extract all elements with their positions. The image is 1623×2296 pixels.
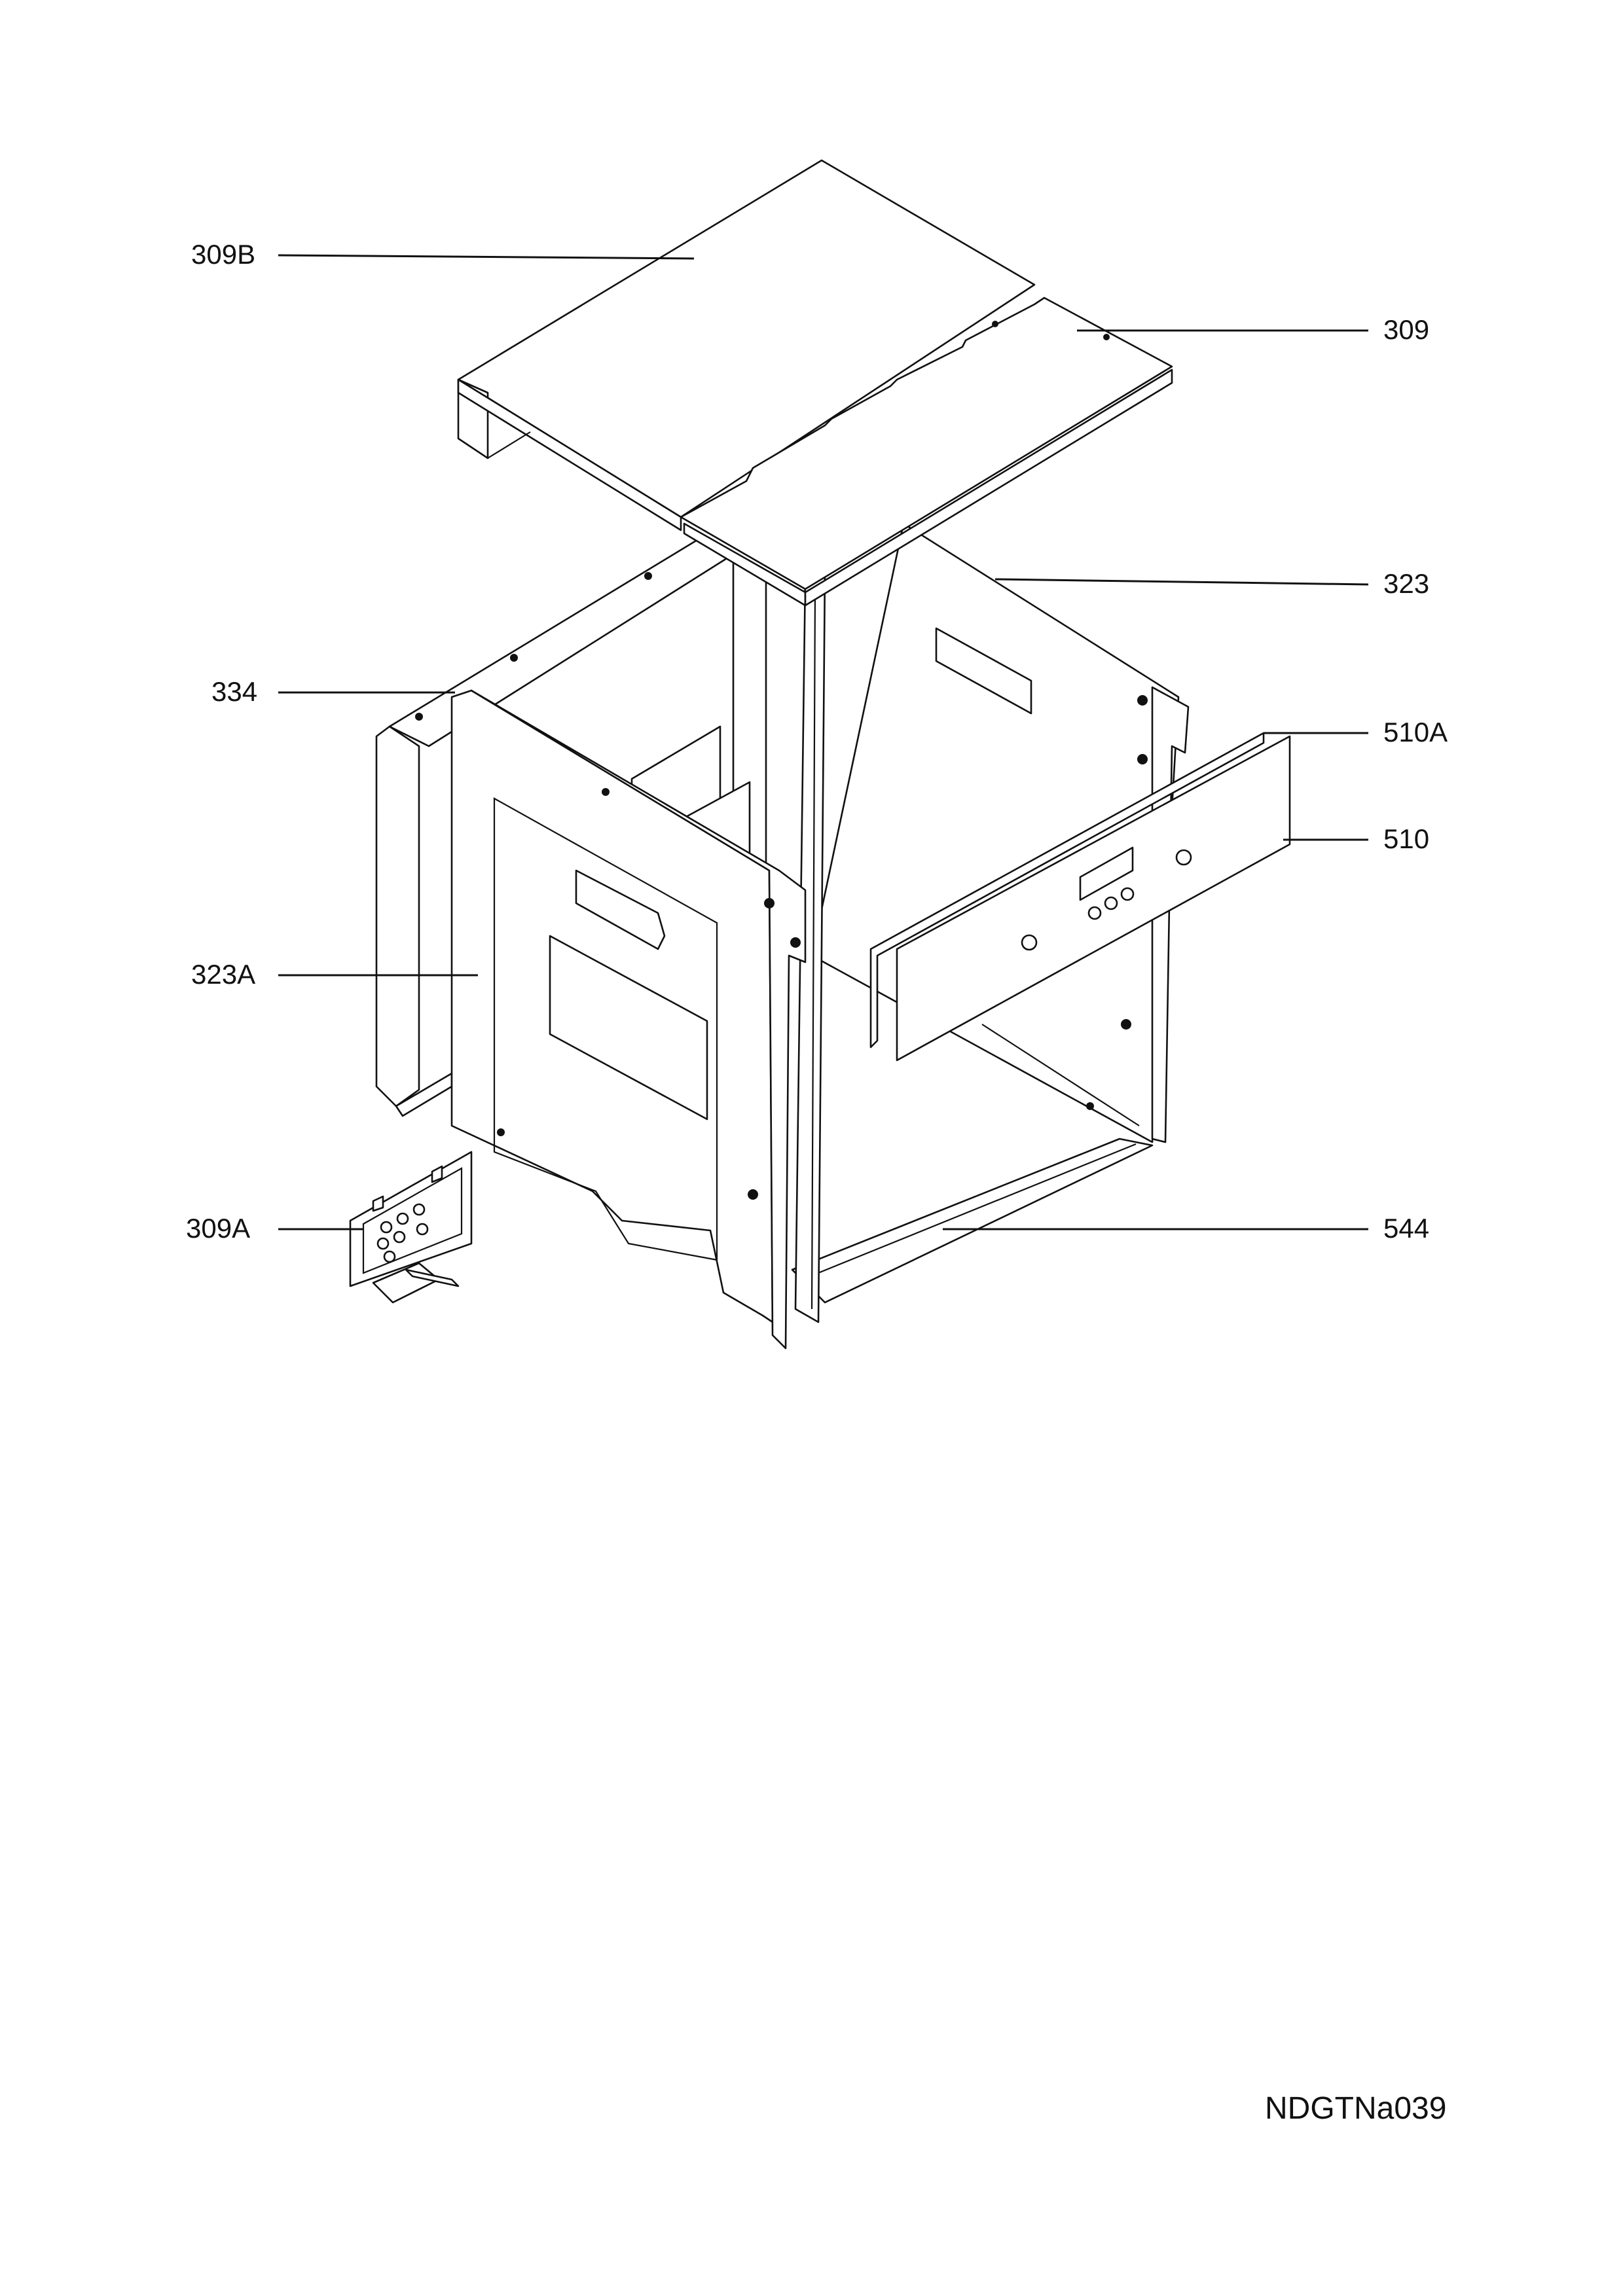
part-309A-rear-bracket bbox=[349, 1151, 473, 1304]
part-510-control-panel bbox=[896, 735, 1291, 1062]
part-309B-top-cover bbox=[457, 159, 1036, 531]
label-309B: 309B bbox=[191, 239, 256, 270]
label-334: 334 bbox=[211, 676, 258, 707]
leader-309B bbox=[278, 254, 695, 260]
label-510: 510 bbox=[1383, 823, 1430, 854]
part-323A-left-side-wall bbox=[450, 689, 807, 1350]
leader-lines bbox=[278, 254, 1369, 1230]
part-309-top-cover bbox=[680, 296, 1173, 607]
label-309A: 309A bbox=[186, 1213, 251, 1244]
label-544: 544 bbox=[1383, 1213, 1430, 1244]
label-510A: 510A bbox=[1383, 717, 1448, 747]
label-323A: 323A bbox=[191, 959, 256, 990]
document-code: NDGTNa039 bbox=[1265, 2091, 1447, 2126]
leader-323 bbox=[994, 578, 1369, 586]
label-309: 309 bbox=[1383, 314, 1430, 345]
part-544-bottom-plate bbox=[791, 1138, 1154, 1304]
label-323: 323 bbox=[1383, 568, 1430, 599]
